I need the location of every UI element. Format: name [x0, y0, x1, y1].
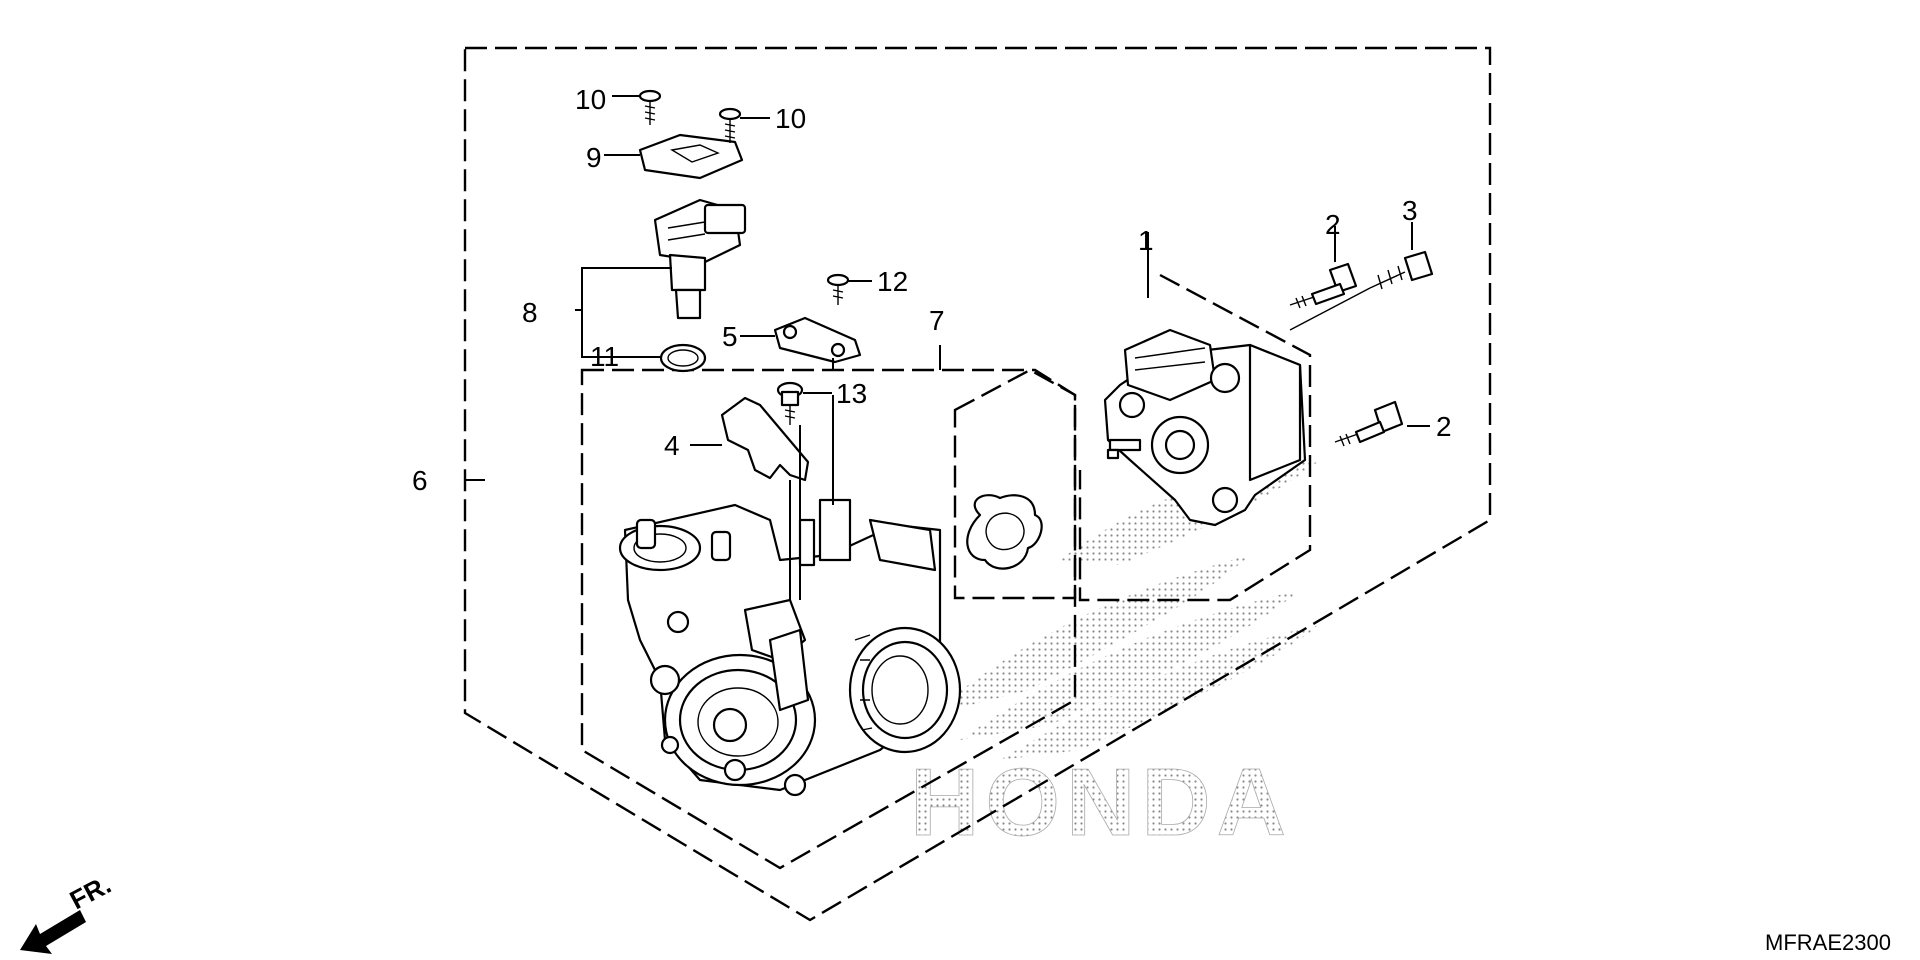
bracket-plate-icon	[773, 316, 862, 364]
callout-8: 8	[522, 297, 538, 328]
diagram-code: MFRAE2300	[1765, 930, 1891, 955]
callouts: 10 10 9 8 11 12 5 13 4 7 6 1 2 3 2	[412, 84, 1452, 496]
shaped-gasket-icon	[966, 494, 1043, 570]
callout-9: 9	[586, 142, 602, 173]
map-sensor-icon	[653, 198, 747, 320]
honda-watermark: HONDA	[910, 460, 1320, 856]
callout-11: 11	[590, 341, 619, 372]
callout-12: 12	[877, 266, 908, 297]
gasket-outline	[953, 368, 1077, 600]
assembly-outline-7	[580, 368, 1077, 870]
callout-13: 13	[836, 378, 867, 409]
leader-lines	[465, 95, 1430, 600]
callout-3: 3	[1402, 195, 1418, 226]
watermark-text: HONDA	[910, 749, 1292, 856]
direction-label: FR.	[65, 869, 116, 915]
callout-10-left: 10	[575, 84, 606, 115]
callout-10-right: 10	[775, 103, 806, 134]
callout-2-lower: 2	[1436, 411, 1452, 442]
callout-5: 5	[722, 321, 738, 352]
callout-6: 6	[412, 465, 428, 496]
callout-2-upper: 2	[1325, 209, 1341, 240]
gasket-icon	[638, 133, 744, 180]
screw-icon	[638, 89, 1434, 447]
front-direction-arrow-icon: FR.	[20, 869, 116, 954]
callout-4: 4	[664, 430, 680, 461]
clip-icon	[720, 396, 810, 482]
throttle-body-icon	[618, 498, 962, 797]
o-ring-icon	[659, 343, 707, 373]
callout-7: 7	[929, 305, 945, 336]
throttle-position-sensor-icon	[1103, 328, 1307, 527]
assembly-outline-1	[1078, 273, 1312, 602]
callout-1: 1	[1138, 225, 1154, 256]
assembly-outline-6	[463, 46, 1492, 922]
